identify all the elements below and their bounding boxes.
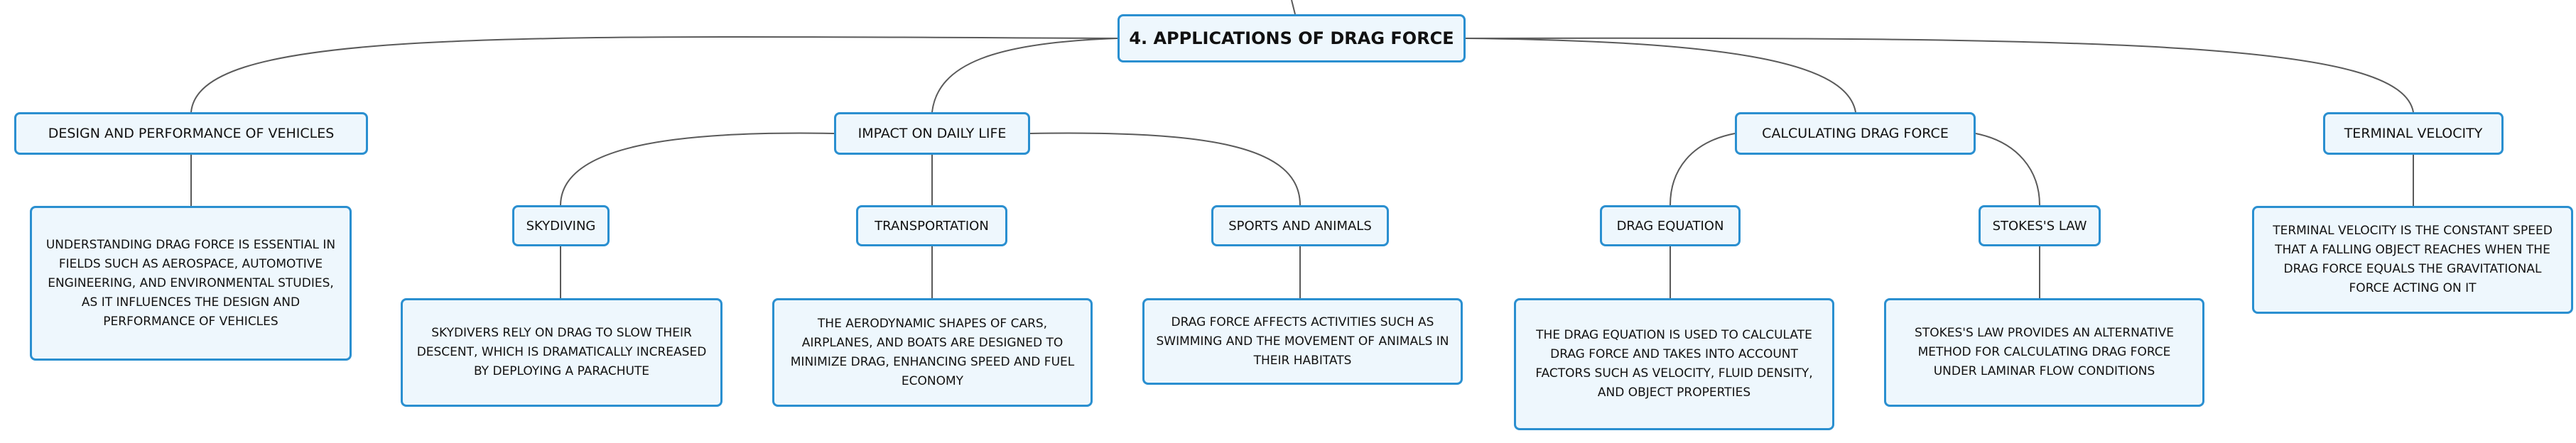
topic-impact-node[interactable]: IMPACT ON DAILY LIFE (834, 112, 1030, 155)
subtopic-drag-equation-label: DRAG EQUATION (1616, 218, 1724, 234)
topic-calculating-label: CALCULATING DRAG FORCE (1762, 126, 1949, 141)
subtopic-drag-equation-node[interactable]: DRAG EQUATION (1600, 205, 1741, 246)
topic-terminal-label: TERMINAL VELOCITY (2344, 126, 2483, 141)
connector-impact-sports (1029, 132, 1301, 206)
detail-stokes-text: STOKES'S LAW PROVIDES AN ALTERNATIVE MET… (1915, 326, 2174, 378)
detail-sports-text: DRAG FORCE AFFECTS ACTIVITIES SUCH AS SW… (1156, 315, 1449, 368)
subtopic-sports-label: SPORTS AND ANIMALS (1228, 218, 1372, 234)
topic-design-node[interactable]: DESIGN AND PERFORMANCE OF VEHICLES (14, 112, 368, 155)
topic-calculating-node[interactable]: CALCULATING DRAG FORCE (1735, 112, 1976, 155)
detail-terminal-node[interactable]: TERMINAL VELOCITY IS THE CONSTANT SPEED … (2252, 206, 2573, 314)
root-label: 4. APPLICATIONS OF DRAG FORCE (1129, 28, 1454, 48)
detail-drag-equation-text: THE DRAG EQUATION IS USED TO CALCULATE D… (1535, 328, 1813, 400)
connector-calc-stokes (1975, 133, 2040, 206)
detail-sports-node[interactable]: DRAG FORCE AFFECTS ACTIVITIES SUCH AS SW… (1142, 298, 1463, 385)
topic-design-label: DESIGN AND PERFORMANCE OF VEHICLES (48, 126, 335, 141)
topic-terminal-node[interactable]: TERMINAL VELOCITY (2323, 112, 2504, 155)
detail-terminal-text: TERMINAL VELOCITY IS THE CONSTANT SPEED … (2273, 224, 2553, 295)
subtopic-stokes-node[interactable]: STOKES'S LAW (1979, 205, 2101, 246)
connector-root-terminal (1465, 37, 2414, 113)
subtopic-transportation-label: TRANSPORTATION (875, 218, 989, 234)
connector-calc-dragEq (1669, 133, 1736, 206)
detail-transportation-node[interactable]: THE AERODYNAMIC SHAPES OF CARS, AIRPLANE… (772, 298, 1093, 407)
root-node[interactable]: 4. APPLICATIONS OF DRAG FORCE (1117, 14, 1466, 62)
detail-drag-equation-node[interactable]: THE DRAG EQUATION IS USED TO CALCULATE D… (1514, 298, 1834, 430)
subtopic-stokes-label: STOKES'S LAW (1992, 218, 2087, 234)
subtopic-skydiving-node[interactable]: SKYDIVING (512, 205, 610, 246)
connector-parent (1291, 0, 1296, 15)
detail-skydiving-node[interactable]: SKYDIVERS RELY ON DRAG TO SLOW THEIR DES… (401, 298, 723, 407)
connector-impact-skydiving (560, 132, 835, 206)
connector-root-impact (931, 38, 1118, 113)
detail-design-node[interactable]: UNDERSTANDING DRAG FORCE IS ESSENTIAL IN… (30, 206, 352, 361)
subtopic-sports-node[interactable]: SPORTS AND ANIMALS (1211, 205, 1389, 246)
subtopic-transportation-node[interactable]: TRANSPORTATION (856, 205, 1007, 246)
detail-transportation-text: THE AERODYNAMIC SHAPES OF CARS, AIRPLANE… (790, 316, 1075, 388)
detail-design-text: UNDERSTANDING DRAG FORCE IS ESSENTIAL IN… (45, 237, 336, 329)
subtopic-skydiving-label: SKYDIVING (526, 218, 596, 234)
detail-stokes-node[interactable]: STOKES'S LAW PROVIDES AN ALTERNATIVE MET… (1884, 298, 2204, 407)
connector-root-calc (1465, 38, 1856, 113)
topic-impact-label: IMPACT ON DAILY LIFE (857, 126, 1007, 141)
connector-root-design (190, 35, 1118, 113)
detail-skydiving-text: SKYDIVERS RELY ON DRAG TO SLOW THEIR DES… (416, 326, 707, 378)
